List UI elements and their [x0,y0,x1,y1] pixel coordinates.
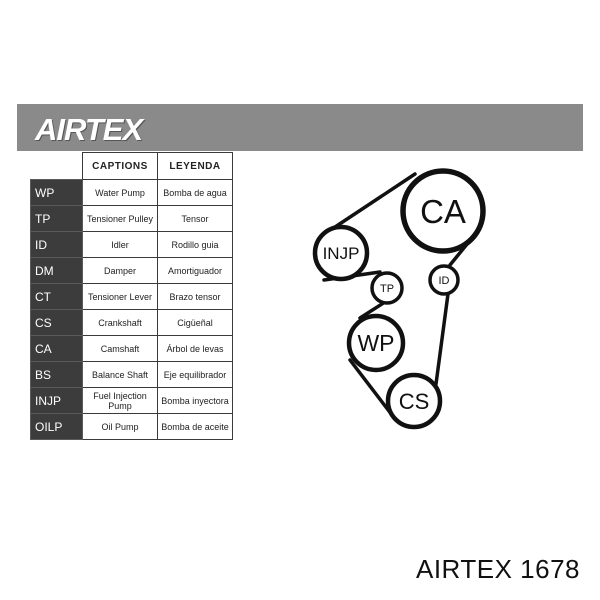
legend-caption: Tensioner Lever [82,283,158,310]
legend-caption: Balance Shaft [82,361,158,388]
legend-caption: Camshaft [82,335,158,362]
pulley-tp: TP [370,271,404,305]
legend-caption: Damper [82,257,158,284]
legend-leyenda: Bomba inyectora [157,387,233,414]
brand-banner: AIRTEX [17,104,583,151]
pulley-cs: CS [385,372,443,430]
legend-code: INJP [30,387,83,414]
legend-row: BS Balance Shaft Eje equilibrador [30,361,233,388]
legend-leyenda: Amortiguador [157,257,233,284]
belt-segment [434,292,450,386]
belt-segment [358,300,387,320]
legend-leyenda: Eje equilibrador [157,361,233,388]
pulley-ca: CA [400,168,486,254]
legend-caption: Fuel Injection Pump [82,387,158,414]
legend-code: CS [30,309,83,336]
leyenda-header: LEYENDA [157,152,233,180]
legend-table: CAPTIONS LEYENDA WP Water Pump Bomba de … [30,152,233,440]
pulley-ca-label: CA [420,193,466,230]
belt-segment [324,172,417,235]
pulley-id: ID [428,264,460,296]
belt-segment [348,358,394,417]
legend-caption: Idler [82,231,158,258]
legend-code: OILP [30,413,83,440]
legend-caption: Tensioner Pulley [82,205,158,232]
legend-row: OILP Oil Pump Bomba de aceite [30,413,233,440]
pulley-wp-label: WP [357,330,394,356]
legend-code: DM [30,257,83,284]
legend-leyenda: Rodillo guia [157,231,233,258]
legend-leyenda: Tensor [157,205,233,232]
legend-leyenda: Cigüeñal [157,309,233,336]
pulley-injp-label: INJP [323,244,360,263]
legend-row: ID Idler Rodillo guia [30,231,233,258]
legend-leyenda: Bomba de aceite [157,413,233,440]
legend-row: DM Damper Amortiguador [30,257,233,284]
pulley-wp: WP [346,313,406,373]
legend-code: TP [30,205,83,232]
pulley-tp-label: TP [380,283,394,295]
legend-row: CA Camshaft Árbol de levas [30,335,233,362]
airtex-logo: AIRTEX [35,112,143,147]
legend-code: CT [30,283,83,310]
legend-row: TP Tensioner Pulley Tensor [30,205,233,232]
pulley-id-label: ID [439,275,450,287]
legend-code: WP [30,179,83,206]
legend-caption: Crankshaft [82,309,158,336]
legend-header-blank [30,152,83,180]
legend-header-row: CAPTIONS LEYENDA [30,152,233,180]
pulley-cs-label: CS [399,389,430,414]
legend-row: CS Crankshaft Cigüeñal [30,309,233,336]
legend-code: BS [30,361,83,388]
pulley-injp: INJP [312,224,370,282]
legend-row: INJP Fuel Injection Pump Bomba inyectora [30,387,233,414]
product-caption: AIRTEX 1678 [415,554,580,584]
legend-caption: Water Pump [82,179,158,206]
